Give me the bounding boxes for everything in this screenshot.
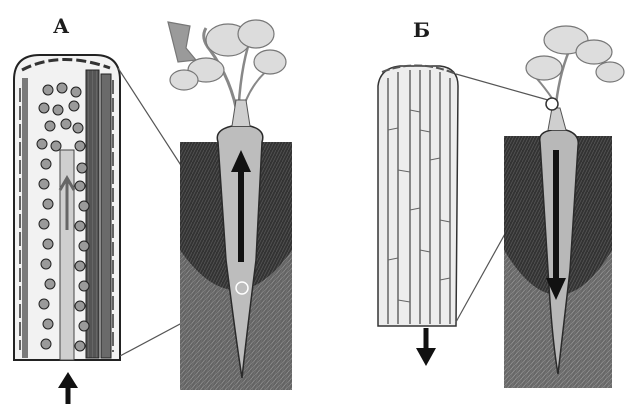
arrow-down-icon — [416, 328, 436, 366]
panel-b — [378, 26, 624, 388]
magnified-area-marker — [546, 98, 558, 110]
magnified-tissue-a — [14, 55, 120, 360]
panel-a — [14, 20, 292, 404]
panel-b-label: Б — [413, 18, 430, 42]
carrot-leaves — [168, 20, 286, 118]
arrow-up-icon — [58, 372, 78, 404]
magnified-tissue-b — [378, 65, 458, 326]
carrot-leaves — [526, 26, 624, 104]
panel-a-label: А — [53, 14, 69, 38]
